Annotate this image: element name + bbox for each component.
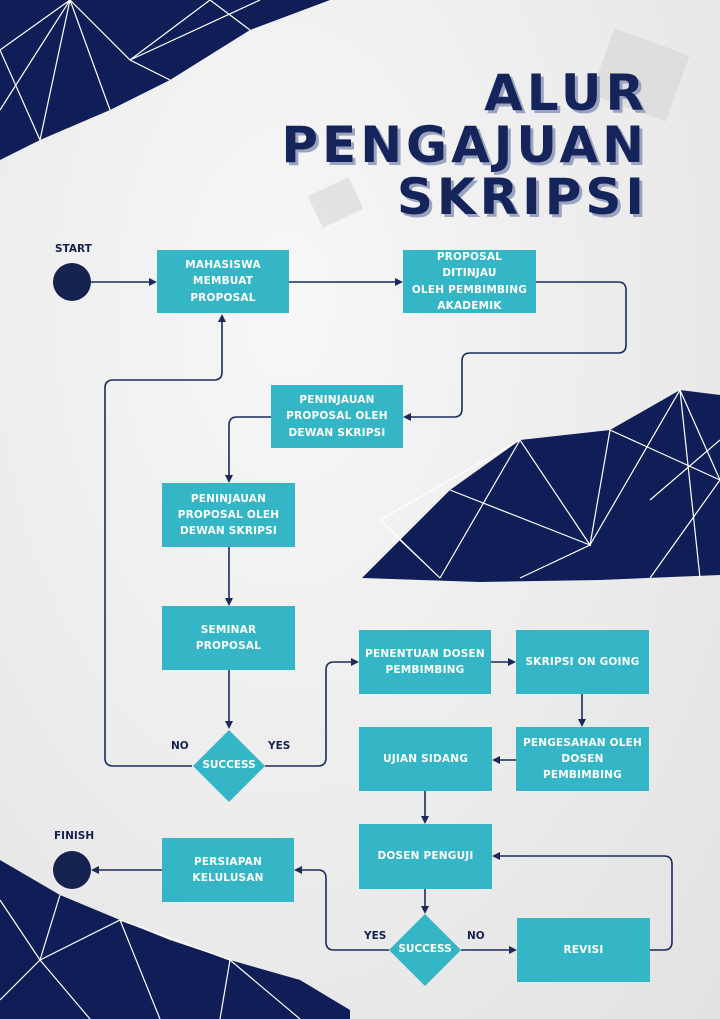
finish-label: FINISH bbox=[54, 830, 95, 842]
decision-diamond-1 bbox=[193, 730, 265, 802]
step-revisi: REVISI bbox=[517, 918, 650, 982]
title-line-1: ALUR bbox=[484, 64, 648, 122]
arrow-decision1-yes-to-penentuan bbox=[265, 658, 359, 767]
start-circle bbox=[53, 263, 91, 301]
arrow-decision1-no-to-mahasiswa bbox=[104, 314, 226, 767]
decision-2-yes: YES bbox=[364, 930, 387, 942]
decision-1-yes: YES bbox=[268, 740, 291, 752]
bottom-left-polygon bbox=[0, 860, 350, 1019]
arrow-ditinjau-to-peninjauan1 bbox=[403, 281, 627, 421]
step-persiapan-kelulusan: PERSIAPAN KELULUSAN bbox=[162, 838, 294, 902]
step-peninjauan-dewan-1: PENINJAUAN PROPOSAL OLEH DEWAN SKRIPSI bbox=[271, 385, 403, 448]
decision-1-no: NO bbox=[171, 740, 189, 752]
step-proposal-ditinjau: PROPOSAL DITINJAU OLEH PEMBIMBING AKADEM… bbox=[403, 250, 536, 313]
step-dosen-penguji: DOSEN PENGUJI bbox=[359, 824, 492, 889]
title-line-3: SKRIPSI bbox=[396, 168, 648, 226]
decision-2-no: NO bbox=[467, 930, 485, 942]
arrow-decision2-yes-to-persiapan bbox=[294, 866, 389, 951]
step-pengesahan-dosen: PENGESAHAN OLEH DOSEN PEMBIMBING bbox=[516, 727, 649, 791]
step-penentuan-dosen: PENENTUAN DOSEN PEMBIMBING bbox=[359, 630, 491, 694]
step-mahasiswa-membuat-proposal: MAHASISWA MEMBUAT PROPOSAL bbox=[157, 250, 289, 313]
step-peninjauan-dewan-2: PENINJAUAN PROPOSAL OLEH DEWAN SKRIPSI bbox=[162, 483, 295, 547]
step-ujian-sidang: UJIAN SIDANG bbox=[359, 727, 492, 791]
right-middle-polygon bbox=[362, 388, 720, 582]
decision-diamond-2 bbox=[389, 914, 461, 986]
top-left-polygon bbox=[0, 0, 330, 160]
step-seminar-proposal: SEMINAR PROPOSAL bbox=[162, 606, 295, 670]
decision-2-text: SUCCESS bbox=[398, 943, 452, 955]
decision-1-text: SUCCESS bbox=[202, 759, 256, 771]
arrow-peninjauan1-to-peninjauan2 bbox=[225, 416, 272, 483]
tape-decoration bbox=[307, 28, 690, 228]
arrow-revisi-to-penguji bbox=[492, 852, 673, 951]
step-skripsi-on-going: SKRIPSI ON GOING bbox=[516, 630, 649, 694]
start-label: START bbox=[55, 243, 92, 255]
title-line-2: PENGAJUAN bbox=[281, 116, 648, 174]
finish-circle bbox=[53, 851, 91, 889]
